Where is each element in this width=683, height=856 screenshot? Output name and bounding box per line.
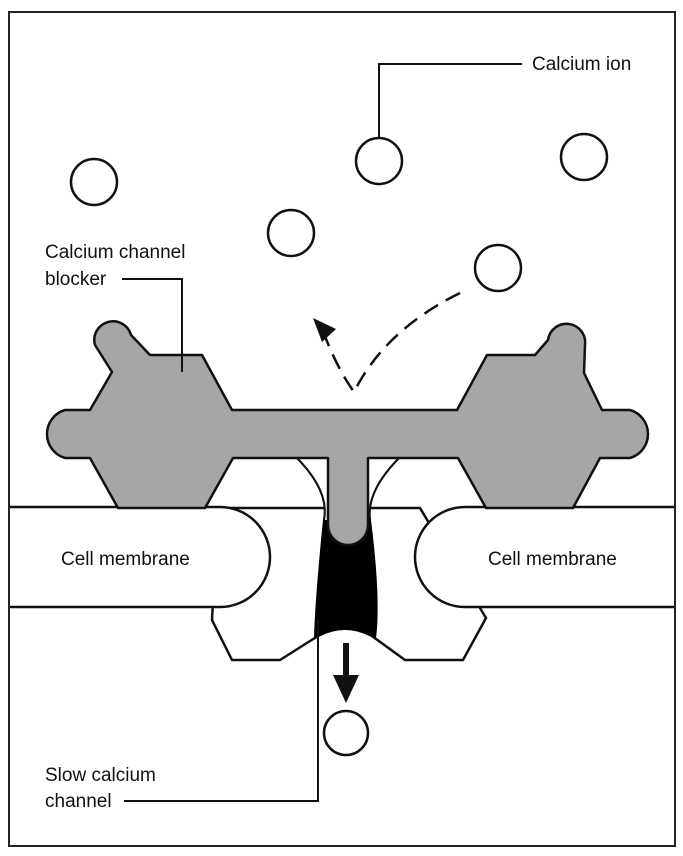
label-blocker-line2: blocker bbox=[45, 269, 107, 290]
calcium-ion-passing bbox=[324, 711, 368, 755]
label-calcium-ion: Calcium ion bbox=[532, 54, 631, 75]
label-cell-membrane-right: Cell membrane bbox=[488, 549, 617, 570]
calcium-ion-3 bbox=[561, 134, 607, 180]
label-channel-line1: Slow calcium bbox=[45, 765, 156, 786]
calcium-ion-4 bbox=[268, 210, 314, 256]
label-channel-line2: channel bbox=[45, 791, 112, 812]
calcium-ion-5 bbox=[475, 245, 521, 291]
calcium-ion-1 bbox=[71, 159, 117, 205]
calcium-ion-2 bbox=[356, 138, 402, 184]
label-blocker-line1: Calcium channel bbox=[45, 242, 185, 263]
label-cell-membrane-left: Cell membrane bbox=[61, 549, 190, 570]
